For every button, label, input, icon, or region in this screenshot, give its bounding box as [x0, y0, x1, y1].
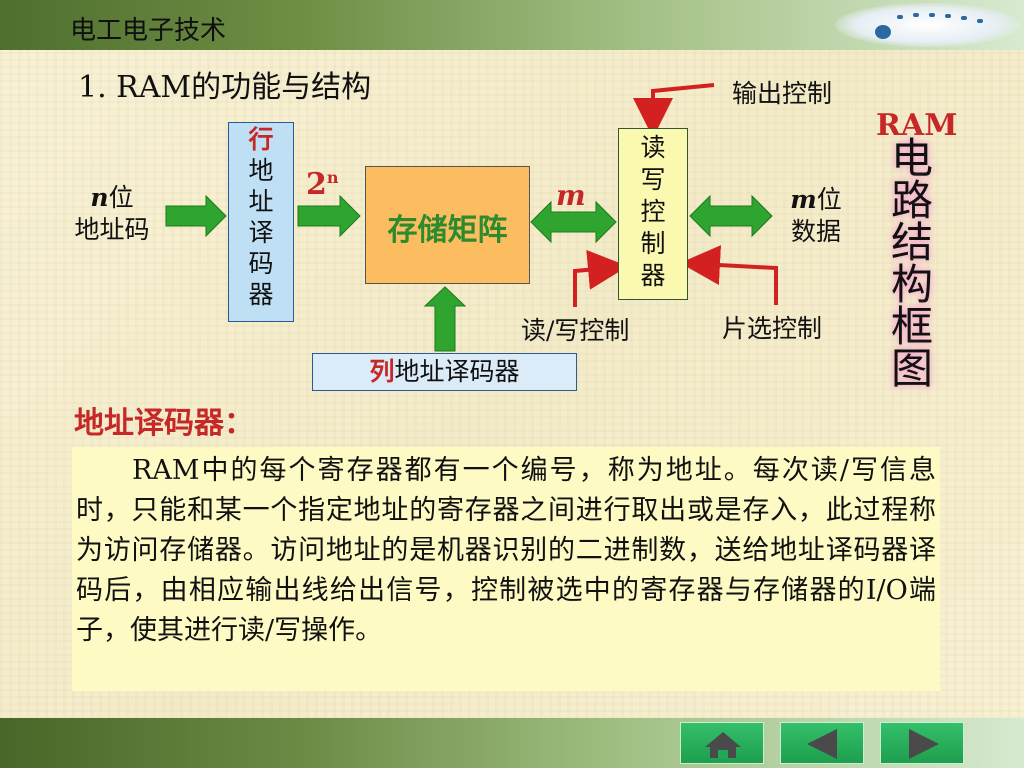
ram-title: RAM — [876, 108, 958, 143]
column-address-decoder: 列地址译码器 — [312, 353, 577, 391]
read-write-controller: 读 写 控 制 器 — [618, 128, 688, 300]
decoder-to-matrix-arrow — [297, 194, 361, 238]
logo-wheel-icon — [875, 25, 891, 39]
chip-select-label: 片选控制 — [722, 314, 823, 343]
row-decoder-char: 码 — [248, 249, 274, 278]
description-paragraph: RAM中的每个寄存器都有一个编号，称为地址。每次读/写信息时，只能和某一个指定地… — [72, 447, 940, 691]
output-data-label: m位 数据 — [776, 184, 856, 248]
logo-mark — [945, 14, 951, 18]
logo-mark — [961, 16, 967, 20]
storage-matrix-label: 存储矩阵 — [387, 213, 508, 248]
input-address-code: 地址码 — [74, 215, 150, 244]
input-n: n — [90, 183, 109, 212]
row-decoder-char: 器 — [248, 280, 274, 309]
caption-char: 路 — [890, 176, 933, 225]
storage-matrix: 存储矩阵 — [365, 166, 530, 284]
bottom-bar — [0, 718, 1024, 768]
previous-button[interactable] — [780, 722, 864, 764]
m-label: m — [556, 179, 586, 212]
output-control-label: 输出控制 — [732, 79, 833, 108]
controller-char: 写 — [640, 165, 666, 194]
controller-char: 器 — [640, 261, 666, 290]
logo-mark — [977, 19, 983, 23]
output-m: m — [790, 185, 817, 214]
home-button[interactable] — [680, 722, 764, 764]
paragraph-text: RAM中的每个寄存器都有一个编号，称为地址。每次读/写信息时，只能和某一个指定地… — [76, 455, 936, 646]
prev-icon — [807, 729, 837, 759]
logo — [835, 3, 1020, 47]
section-title: 地址译码器： — [74, 406, 254, 441]
output-bit-text: 位 — [816, 185, 842, 214]
column-decoder-label: 地址译码器 — [394, 357, 520, 386]
input-arrow — [165, 194, 227, 238]
course-title: 电工电子技术 — [70, 16, 227, 46]
home-icon — [705, 732, 741, 758]
row-decoder-char: 行 — [248, 125, 274, 154]
row-address-decoder: 行 地 址 译 码 器 — [228, 122, 294, 322]
row-decoder-char: 地 — [248, 156, 274, 185]
input-bit-text: 位 — [108, 183, 134, 212]
rw-control-line — [573, 249, 628, 307]
chip-select-line — [680, 245, 778, 305]
logo-mark — [897, 15, 903, 19]
caption-char: 结 — [890, 218, 933, 267]
output-control-line — [633, 83, 715, 138]
logo-mark — [929, 13, 935, 17]
rw-control-label: 读/写控制 — [521, 316, 630, 345]
two-power-n-label: 2n — [306, 162, 339, 201]
row-decoder-char: 址 — [248, 187, 274, 216]
controller-char: 控 — [640, 197, 666, 226]
ram-vertical-caption: 电路结构框图 — [886, 138, 938, 390]
caption-char: 框 — [890, 302, 933, 351]
title-bar: 电工电子技术 — [0, 0, 1024, 50]
input-address-label: n位 地址码 — [64, 182, 160, 246]
next-button[interactable] — [880, 722, 964, 764]
column-decoder-arrow — [423, 286, 467, 352]
caption-char: 图 — [890, 344, 933, 393]
row-decoder-char: 译 — [248, 218, 274, 247]
data-io-arrow — [689, 194, 773, 238]
two-power-exp: n — [326, 168, 339, 187]
slide-heading: 1. RAM的功能与结构 — [78, 70, 372, 105]
logo-mark — [913, 13, 919, 17]
controller-char: 制 — [640, 229, 666, 258]
column-decoder-highlight: 列 — [369, 357, 395, 386]
matrix-controller-arrow — [530, 200, 617, 244]
next-icon — [909, 729, 939, 759]
output-data-text: 数据 — [790, 217, 841, 246]
two-power-base: 2 — [306, 167, 327, 202]
caption-char: 构 — [890, 260, 933, 309]
caption-char: 电 — [890, 134, 933, 183]
controller-char: 读 — [640, 133, 666, 162]
